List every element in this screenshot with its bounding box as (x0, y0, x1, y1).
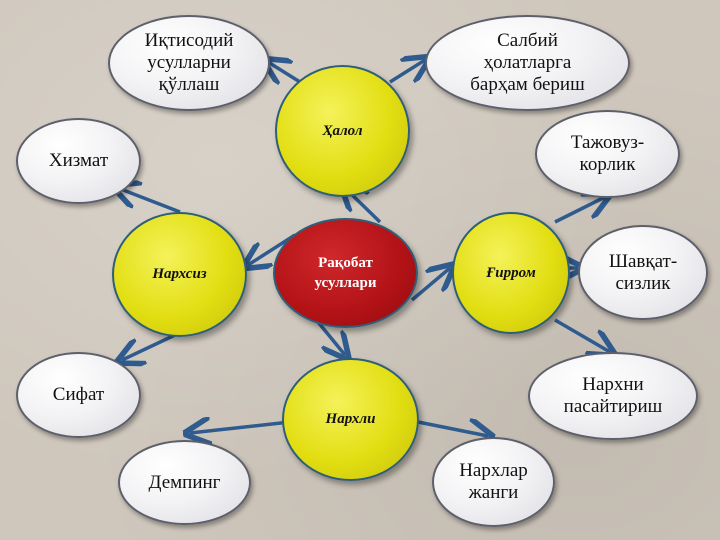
center-label: Рақобат усуллари (314, 255, 377, 291)
arrow-narxsiz-to-xizmat (118, 188, 181, 214)
leaf-demping[interactable]: Демпинг (118, 440, 251, 525)
leaf-iqtisodiy[interactable]: Иқтисодий усулларни қўллаш (108, 15, 270, 111)
hub-narxli-label: Нархли (325, 411, 376, 427)
leaf-narxni-label: Нархни пасайтириш (563, 374, 663, 417)
leaf-demping-label: Демпинг (148, 471, 221, 493)
leaf-tajovuz-label: Тажовуз- корлик (570, 132, 645, 175)
hub-girrom[interactable]: Ғирром (452, 212, 570, 334)
arrow-center-to-girrom (410, 268, 450, 302)
leaf-xizmat-label: Хизмат (48, 150, 109, 171)
arrow-halol-to-salbiy (389, 60, 425, 84)
arrow-girrom-to-narxni (554, 318, 610, 352)
leaf-xizmat[interactable]: Хизмат (16, 118, 141, 204)
hub-halol[interactable]: Ҳалол (275, 65, 410, 197)
hub-narxsiz-label: Нархсиз (152, 266, 207, 282)
hub-narxsiz[interactable]: Нархсиз (112, 212, 247, 337)
center-node[interactable]: Рақобат усуллари (273, 218, 418, 328)
arrow-narxli-to-demping (190, 422, 291, 433)
arrow-narxsiz-to-sifat (122, 333, 176, 360)
leaf-shavqat[interactable]: Шавқат- сизлик (578, 225, 708, 320)
arrow-girrom-to-tajovuz (554, 197, 605, 224)
arrow-center-to-narxli (316, 320, 345, 355)
hub-girrom-label: Ғирром (486, 264, 536, 281)
leaf-sifat[interactable]: Сифат (16, 352, 141, 438)
hub-narxli[interactable]: Нархли (282, 358, 419, 481)
leaf-narxni[interactable]: Нархни пасайтириш (528, 352, 698, 440)
arrow-narxli-to-narxlar (417, 422, 488, 436)
leaf-salbiy-label: Салбий ҳолатларга барҳам бериш (470, 30, 585, 95)
leaf-iqtisodiy-label: Иқтисодий усулларни қўллаш (144, 30, 234, 95)
leaf-tajovuz[interactable]: Тажовуз- корлик (535, 110, 680, 198)
leaf-shavqat-label: Шавқат- сизлик (608, 250, 678, 294)
leaf-narxlar[interactable]: Нархлар жанги (432, 437, 555, 527)
hub-halol-label: Ҳалол (322, 122, 363, 139)
arrow-halol-to-iqtisodiy (268, 62, 301, 82)
leaf-salbiy[interactable]: Салбий ҳолатларга барҳам бериш (425, 15, 630, 111)
leaf-sifat-label: Сифат (52, 384, 105, 405)
leaf-narxlar-label: Нархлар жанги (459, 460, 528, 503)
